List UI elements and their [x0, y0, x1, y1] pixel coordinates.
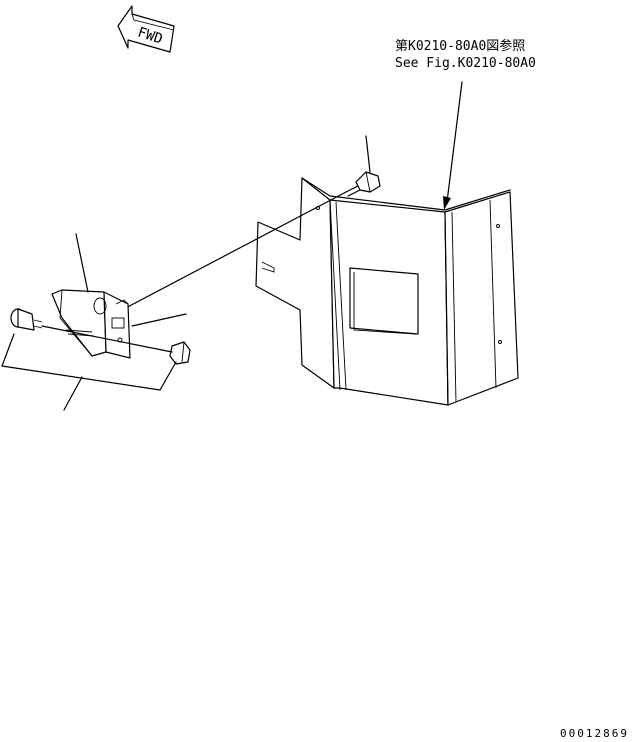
reference-leader — [443, 81, 463, 210]
bolt — [345, 135, 381, 197]
nut — [169, 341, 191, 365]
reference-text-jp: 第K0210-80A0図参照 — [395, 38, 525, 54]
bracket — [51, 233, 187, 359]
assembly-line — [117, 191, 347, 313]
cover-panel — [255, 177, 519, 406]
fwd-label: FWD — [135, 25, 164, 48]
callout-leader — [63, 376, 83, 411]
drawing-number: 00012869 — [560, 727, 629, 740]
fwd-arrow: FWD — [117, 5, 175, 53]
reference-text-en: See Fig.K0210-80A0 — [395, 56, 536, 71]
connector-nut-line — [41, 325, 173, 353]
connector — [10, 308, 43, 331]
